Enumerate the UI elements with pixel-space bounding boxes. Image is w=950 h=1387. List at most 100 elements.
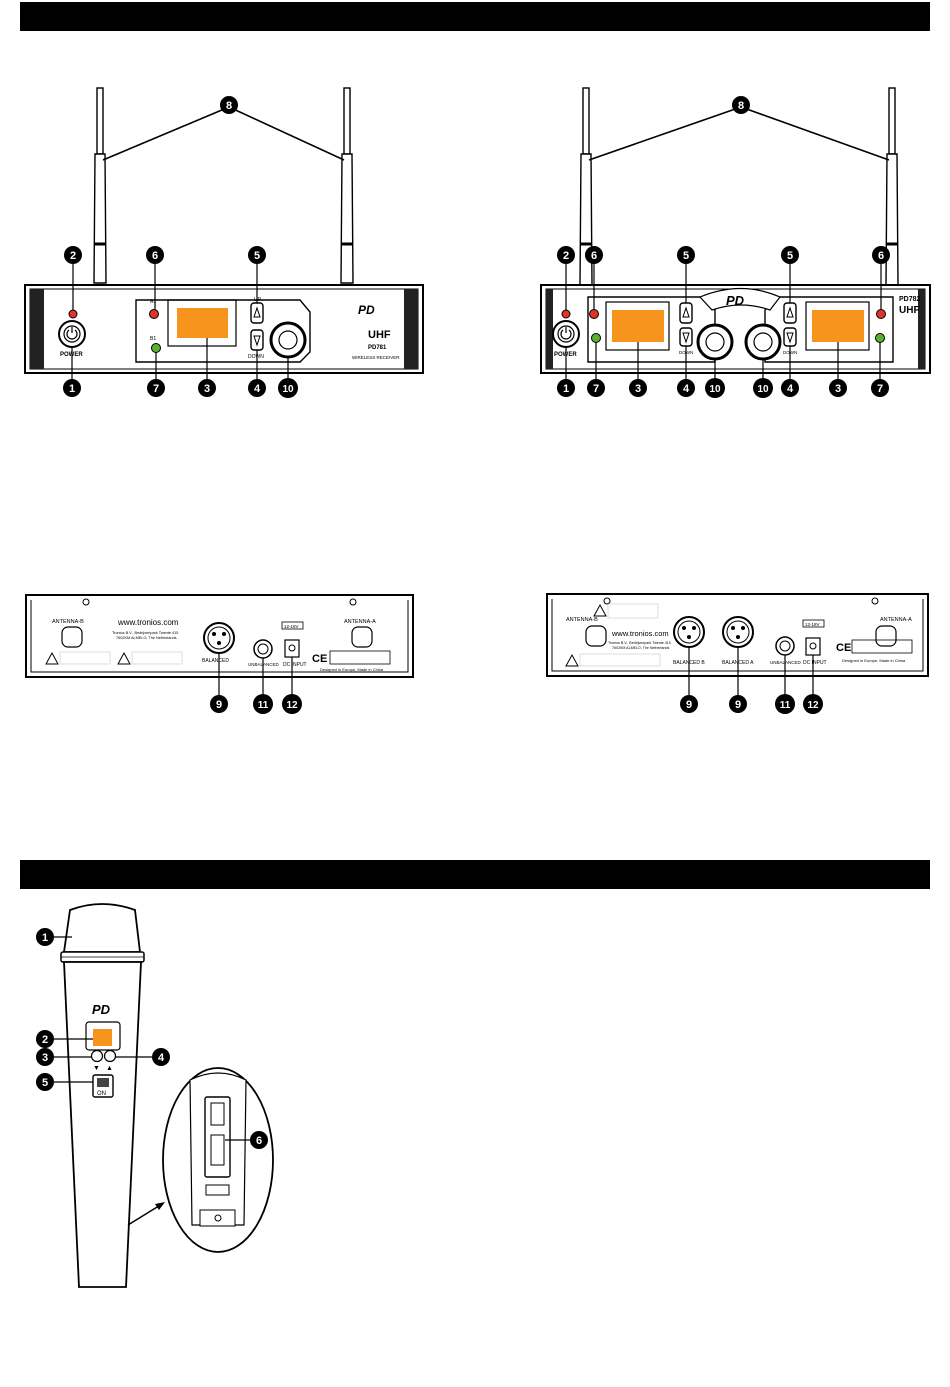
up-button[interactable] (250, 302, 264, 324)
callout-6: 6 (256, 1135, 262, 1147)
callout-3: 3 (635, 383, 641, 395)
address-line2: 7602KM ALMELO, The Netherlands (612, 646, 669, 650)
callout-6: 6 (591, 250, 597, 262)
volume-knob-a[interactable] (696, 323, 734, 361)
single-receiver-rear: ANTENNA-B ANTENNA-A www.tronios.com Tron… (25, 594, 414, 695)
volume-knob-b[interactable] (744, 323, 782, 361)
mic-up-button[interactable] (103, 1049, 117, 1063)
af-led-red (149, 309, 159, 319)
down-arrow-label: ▼ (93, 1065, 100, 1072)
callout-9: 9 (735, 699, 741, 711)
antenna-b-jack (585, 625, 607, 647)
power-button[interactable] (58, 320, 86, 348)
antenna-left (93, 87, 107, 284)
website-label: www.tronios.com (611, 629, 669, 638)
unbalanced-jack (775, 636, 795, 656)
logo-text: PD (358, 303, 375, 317)
dual-receiver-front: PD DOWN DOWN (540, 87, 931, 379)
callout-9: 9 (686, 699, 692, 711)
antenna-right (340, 87, 354, 284)
rf-led-green-a (591, 333, 601, 343)
mic-down-button[interactable] (90, 1049, 104, 1063)
antenna-a-jack (875, 625, 897, 647)
rf-led-green-b (875, 333, 885, 343)
made-in-label: Designed in Europe, Made in China (320, 667, 384, 672)
callout-5: 5 (683, 250, 689, 262)
af-led-red-b (876, 309, 886, 319)
callout-7: 7 (153, 383, 159, 395)
callout-12: 12 (807, 700, 819, 711)
callout-1: 1 (563, 383, 569, 395)
ce-mark: CE (312, 653, 327, 665)
up-button-a[interactable] (679, 302, 693, 324)
subtitle-label: WIRELESS RECEIVER (352, 355, 400, 360)
mic-power-switch[interactable] (92, 1074, 114, 1098)
model-label: PD781 (368, 345, 387, 351)
callout-3: 3 (835, 383, 841, 395)
callout-11: 11 (258, 700, 269, 711)
callout-1: 1 (69, 383, 75, 395)
center-logo: PD (726, 293, 745, 308)
power-led (561, 309, 571, 319)
lcd-display-b (812, 310, 864, 342)
address-line1: Tronios B.V., Bedrijvenpark Twente 415 (608, 641, 671, 645)
brand-uhf: UHF (368, 329, 391, 341)
callout-7: 7 (877, 383, 883, 395)
handheld-microphone: PD ▼ ▲ ON (54, 903, 274, 1288)
antenna-a-label: ANTENNA-A (344, 619, 376, 625)
callout-4: 4 (254, 383, 261, 395)
website-label: www.tronios.com (117, 618, 179, 627)
rf-led-green (151, 343, 161, 353)
mic-logo: PD (92, 1002, 111, 1017)
callout-10: 10 (709, 384, 721, 395)
power-button[interactable] (552, 320, 580, 348)
volume-knob[interactable] (269, 321, 307, 359)
antenna-a-jack (351, 626, 373, 648)
address-line1: Tronios B.V., Bedrijvenpark Twente 415 (112, 631, 178, 635)
callout-10: 10 (757, 384, 769, 395)
callout-4: 4 (787, 383, 794, 395)
callout-5: 5 (254, 250, 260, 262)
callout-4: 4 (683, 383, 690, 395)
down-label: DOWN (248, 354, 264, 360)
balanced-xlr-output-a (722, 616, 754, 648)
b1-label: B1 (150, 336, 156, 342)
dc-rating: 12-18V (805, 622, 820, 627)
callout-6: 6 (152, 250, 158, 262)
af-led-red-a (589, 309, 599, 319)
lcd-display (177, 308, 228, 338)
callout-2: 2 (563, 250, 569, 262)
callout-8: 8 (226, 100, 232, 112)
down-button[interactable] (250, 329, 264, 351)
callout-4: 4 (158, 1052, 165, 1064)
callout-5: 5 (42, 1077, 48, 1089)
callout-12: 12 (286, 700, 298, 711)
antenna-b-label: ANTENNA-B (52, 619, 84, 625)
callouts: 8 2 6 5 1 7 3 4 10 8 2 6 5 5 6 1 7 3 4 1… (36, 96, 890, 1149)
brand-uhf: UHF (899, 305, 920, 316)
made-in-label: Designed in Europe, Made in China (842, 658, 906, 663)
section-header-bar-receiver (20, 2, 930, 31)
single-receiver-front: A1 B1 UP DOWN POWER PD UHF PD781 WIRELES… (24, 87, 424, 379)
callout-2: 2 (42, 1034, 48, 1046)
up-button-b[interactable] (783, 302, 797, 324)
callout-3: 3 (42, 1052, 48, 1064)
ce-mark: CE (836, 642, 851, 654)
callout-1: 1 (42, 932, 48, 944)
lcd-display-a (612, 310, 664, 342)
section-header-bar-microphone (20, 860, 930, 889)
callout-11: 11 (780, 700, 791, 711)
dc-input-label: DC INPUT (283, 662, 307, 668)
a1-label: A1 (150, 299, 156, 305)
unbalanced-jack (253, 639, 273, 659)
dc-input-jack (284, 639, 300, 658)
unbalanced-label: UNBALANCED (248, 662, 280, 667)
dc-input-jack (805, 637, 821, 656)
antenna-b-label: ANTENNA-B (566, 617, 598, 623)
balanced-label: BALANCED (202, 658, 229, 664)
model-label: PD782 (899, 296, 921, 303)
power-led (68, 309, 78, 319)
callout-3: 3 (204, 383, 210, 395)
dc-input-label: DC INPUT (803, 660, 827, 666)
